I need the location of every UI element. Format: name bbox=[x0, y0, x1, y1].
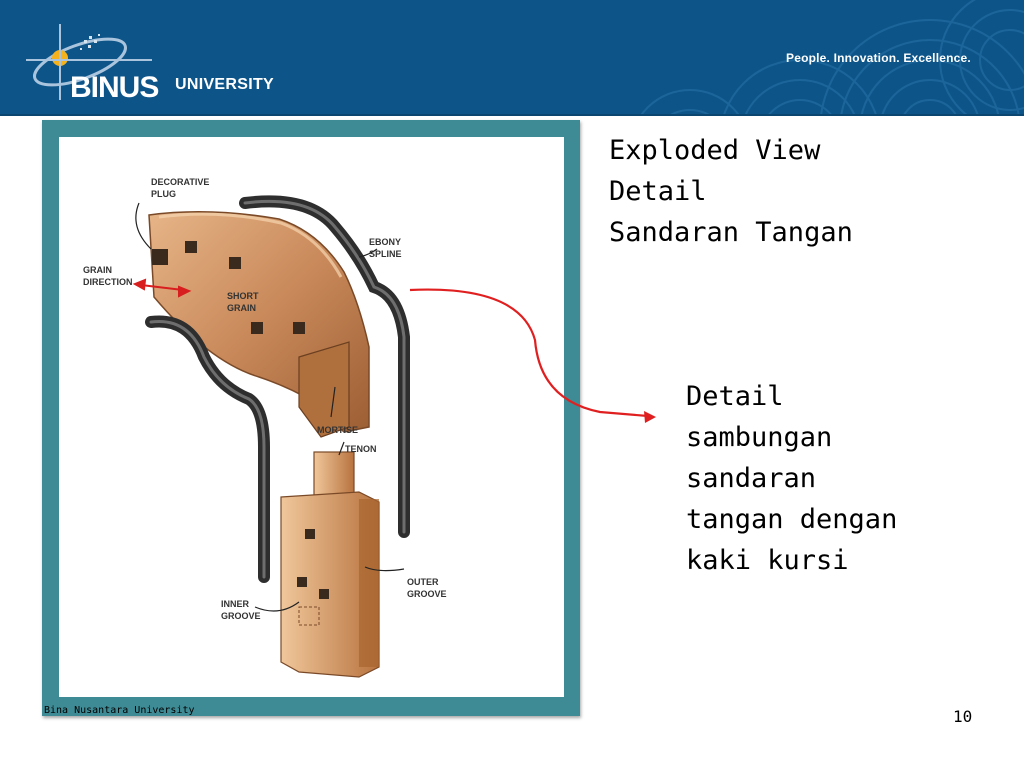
label-short-grain: SHORT bbox=[227, 291, 259, 301]
logo-text-university: UNIVERSITY bbox=[175, 76, 275, 93]
label-outer-groove: OUTER bbox=[407, 577, 439, 587]
body-line: tangan dengan bbox=[686, 504, 898, 535]
body-line: Detail bbox=[686, 381, 784, 412]
label-grain-direction-2: DIRECTION bbox=[83, 277, 133, 287]
logo-text-binus: BINUS bbox=[70, 71, 159, 104]
header-tagline: People. Innovation. Excellence. bbox=[786, 51, 971, 65]
arrowhead-icon bbox=[644, 411, 656, 423]
header-banner: BINUS UNIVERSITY People. Innovation. Exc… bbox=[0, 0, 1024, 116]
slide-title: Exploded View Detail Sandaran Tangan bbox=[609, 130, 853, 253]
body-line: kaki kursi bbox=[686, 545, 849, 576]
label-inner-groove-2: GROOVE bbox=[221, 611, 261, 621]
footer-institution: Bina Nusantara University bbox=[44, 705, 195, 716]
logo-emblem-icon bbox=[26, 24, 152, 100]
title-line: Detail bbox=[609, 176, 707, 207]
label-decorative-plug-2: PLUG bbox=[151, 189, 176, 199]
label-decorative-plug: DECORATIVE bbox=[151, 177, 209, 187]
body-line: sandaran bbox=[686, 463, 817, 494]
label-short-grain-2: GRAIN bbox=[227, 303, 256, 313]
slide-body-text: Detail sambungan sandaran tangan dengan … bbox=[686, 376, 897, 581]
page-number: 10 bbox=[953, 707, 973, 726]
binus-logo: BINUS UNIVERSITY bbox=[22, 14, 312, 104]
label-mortise: MORTISE bbox=[317, 425, 358, 435]
title-line: Exploded View bbox=[609, 135, 821, 166]
armrest-joint-drawing: DECORATIVE PLUG GRAIN DIRECTION EBONY SP… bbox=[83, 177, 447, 678]
label-ebony-spline: EBONY bbox=[369, 237, 401, 247]
label-outer-groove-2: GROOVE bbox=[407, 589, 447, 599]
label-grain-direction: GRAIN bbox=[83, 265, 112, 275]
body-line: sambungan bbox=[686, 422, 833, 453]
label-ebony-spline-2: SPLINE bbox=[369, 249, 402, 259]
header-wave-pattern bbox=[639, 0, 1024, 116]
label-tenon: TENON bbox=[345, 444, 377, 454]
header-divider bbox=[0, 114, 1024, 116]
label-inner-groove: INNER bbox=[221, 599, 250, 609]
exploded-view-illustration: DECORATIVE PLUG GRAIN DIRECTION EBONY SP… bbox=[59, 137, 564, 697]
title-line: Sandaran Tangan bbox=[609, 217, 853, 248]
